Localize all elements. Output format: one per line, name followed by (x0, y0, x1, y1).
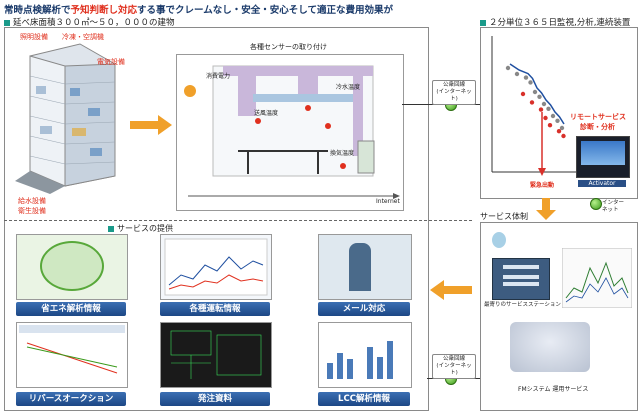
card-label-energy: 省エネ解析情報 (16, 302, 126, 316)
label-water: 給水設備 (18, 197, 46, 205)
diagnosis: 診断・分析 (580, 123, 615, 131)
service-system: サービス体制 (480, 212, 528, 221)
card-image-energy (16, 234, 128, 300)
chart-point (537, 94, 542, 99)
chart-point (556, 129, 562, 134)
sensor-box-title: 各種センサーの取り付け (250, 43, 327, 51)
activator: Activator (578, 180, 626, 187)
service-graph (561, 247, 633, 309)
label-electric: 電気設備 (97, 58, 125, 66)
arrow-left-icon (430, 280, 472, 304)
sensor-diagram (178, 56, 400, 206)
card-label-operation: 各種運転情報 (160, 302, 270, 316)
chart-point (547, 123, 553, 128)
service-station-icon (492, 258, 550, 300)
chart-point (550, 113, 556, 119)
label-lighting: 照明設備 (20, 33, 48, 41)
card-label-order: 発注資料 (160, 392, 270, 406)
chart-point (559, 125, 565, 131)
card-label-lcc: LCC解析情報 (318, 392, 410, 406)
fm-system: FMシステム 運用サービス (518, 386, 589, 393)
chart-point (546, 106, 551, 112)
series-curve (509, 63, 565, 125)
card-image-mail (318, 234, 412, 300)
chart-point (505, 65, 511, 71)
chart-point (541, 101, 547, 107)
card-label-mail: メール対応 (318, 302, 410, 316)
monitor-computer-icon (576, 136, 630, 178)
network-bubble-right: インター ネット (602, 200, 625, 213)
arrow-right-icon (130, 115, 172, 139)
headline: 常時点検解析で予知判断し対応する事でクレームなし・安全・安心そして適正な費用効果… (4, 5, 393, 16)
fm-system-icon (510, 322, 590, 372)
chart-point (561, 133, 566, 139)
network-bubble-top: 公衆回線 (インターネット) (432, 80, 476, 105)
service-station: 最寄りのサービスステーション (484, 302, 561, 308)
sensor-internet: Internet (376, 198, 400, 205)
arrow-down-icon (536, 198, 556, 224)
chart-point (529, 100, 535, 105)
emergency: 緊急出動 (530, 182, 555, 189)
chart-point (555, 118, 560, 124)
user-icon (492, 232, 506, 248)
card-image-lcc (318, 322, 412, 388)
chart-point (523, 75, 529, 80)
chart-point (520, 91, 526, 97)
chart-point (528, 80, 533, 85)
card-image-auction (16, 322, 128, 388)
sensor-cold-water: 冷水温度 (336, 84, 361, 91)
monitor-title: ２分単位３６５日監視,分析,連続装置 (480, 16, 630, 28)
building-caption: 延べ床面積３００㎡～５０，０００の建物 (4, 16, 175, 28)
label-sanitation: 衛生設備 (18, 207, 46, 215)
card-image-order (160, 322, 272, 388)
card-label-auction: リバースオークション (16, 392, 126, 406)
divider-line (4, 220, 472, 221)
chart-point (514, 71, 520, 77)
sensor-power: 消費電力 (206, 73, 231, 80)
service-header: サービスの提供 (108, 223, 173, 234)
emergency-arrow-head (538, 168, 546, 176)
chart-point (532, 89, 538, 95)
network-node-right-icon (590, 198, 602, 210)
chart-point (543, 115, 548, 121)
remote-service: リモートサービス (570, 113, 626, 121)
sensor-return-temp: 送風温度 (254, 110, 279, 117)
building-illustration (10, 36, 120, 196)
label-hvac: 冷凍・空調機 (62, 33, 104, 41)
chart-point (538, 107, 544, 112)
card-image-operation (160, 234, 272, 300)
network-bubble-bottom: 公衆回線 (インターネット) (432, 354, 476, 379)
sensor-exhaust-temp: 換気温度 (330, 150, 355, 157)
